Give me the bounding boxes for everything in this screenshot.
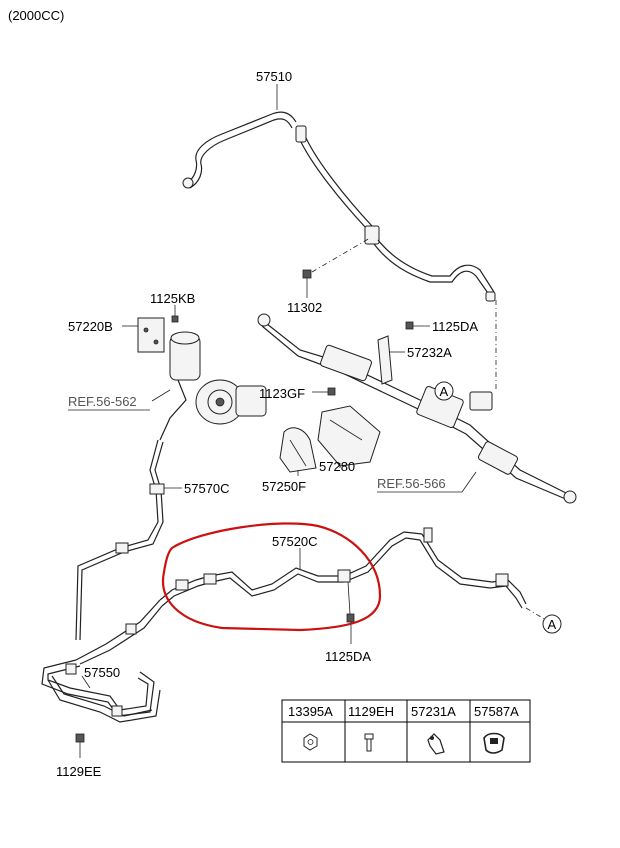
return-hose-57570C bbox=[75, 439, 165, 641]
table-header-13395A: 13395A bbox=[288, 704, 333, 719]
label-1125KB: 1125KB bbox=[150, 291, 195, 306]
bracket-57220B bbox=[137, 315, 179, 353]
bolt-1123GF bbox=[327, 387, 336, 396]
label-57250F: 57250F bbox=[262, 479, 306, 494]
clamp-icon bbox=[483, 732, 505, 754]
highlight-circle bbox=[161, 522, 382, 632]
bolt-1125DA-bottom bbox=[346, 581, 355, 623]
hose-57510 bbox=[182, 111, 496, 302]
label-1123GF: 1123GF bbox=[259, 386, 305, 401]
label-11302: 11302 bbox=[287, 300, 322, 315]
table-header-57231A: 57231A bbox=[411, 704, 456, 719]
label-57220B: 57220B bbox=[68, 319, 113, 334]
label-57550: 57550 bbox=[84, 665, 120, 680]
reservoir-pump bbox=[159, 331, 267, 441]
clip-icon bbox=[427, 733, 445, 755]
bolt-icon bbox=[364, 733, 374, 752]
steering-rack bbox=[257, 313, 577, 504]
label-57570C: 57570C bbox=[184, 481, 230, 496]
engine-note: (2000CC) bbox=[8, 8, 64, 23]
cooler-tube-57550 bbox=[41, 659, 161, 723]
label-57520C: 57520C bbox=[272, 534, 318, 549]
bolt-1129EE bbox=[75, 733, 85, 758]
label-57280: 57280 bbox=[319, 459, 355, 474]
nut-icon bbox=[303, 733, 318, 751]
bolt-11302 bbox=[302, 269, 312, 298]
bracket-57232A bbox=[377, 335, 393, 385]
boot-57250F bbox=[279, 427, 317, 473]
callout-A-tube: A bbox=[542, 614, 562, 634]
label-1125DA-bottom: 1125DA bbox=[325, 649, 371, 664]
svg-text:A: A bbox=[440, 384, 449, 399]
ref-56-566: REF.56-566 bbox=[377, 476, 446, 491]
table-header-57587A: 57587A bbox=[474, 704, 519, 719]
ref-56-562: REF.56-562 bbox=[68, 394, 137, 409]
heat-shield-57280 bbox=[317, 405, 381, 467]
label-57232A: 57232A bbox=[407, 345, 452, 360]
callout-A-rack: A bbox=[434, 381, 454, 401]
label-1125DA-top: 1125DA bbox=[432, 319, 478, 334]
parts-table: 13395A 1129EH 57231A 57587A bbox=[281, 699, 531, 763]
table-header-1129EH: 1129EH bbox=[348, 704, 394, 719]
bolt-1125DA-top bbox=[405, 321, 414, 330]
label-57510: 57510 bbox=[256, 69, 292, 84]
label-1129EE: 1129EE bbox=[56, 764, 102, 779]
svg-text:A: A bbox=[548, 617, 557, 632]
return-tube-57520C bbox=[75, 527, 527, 665]
